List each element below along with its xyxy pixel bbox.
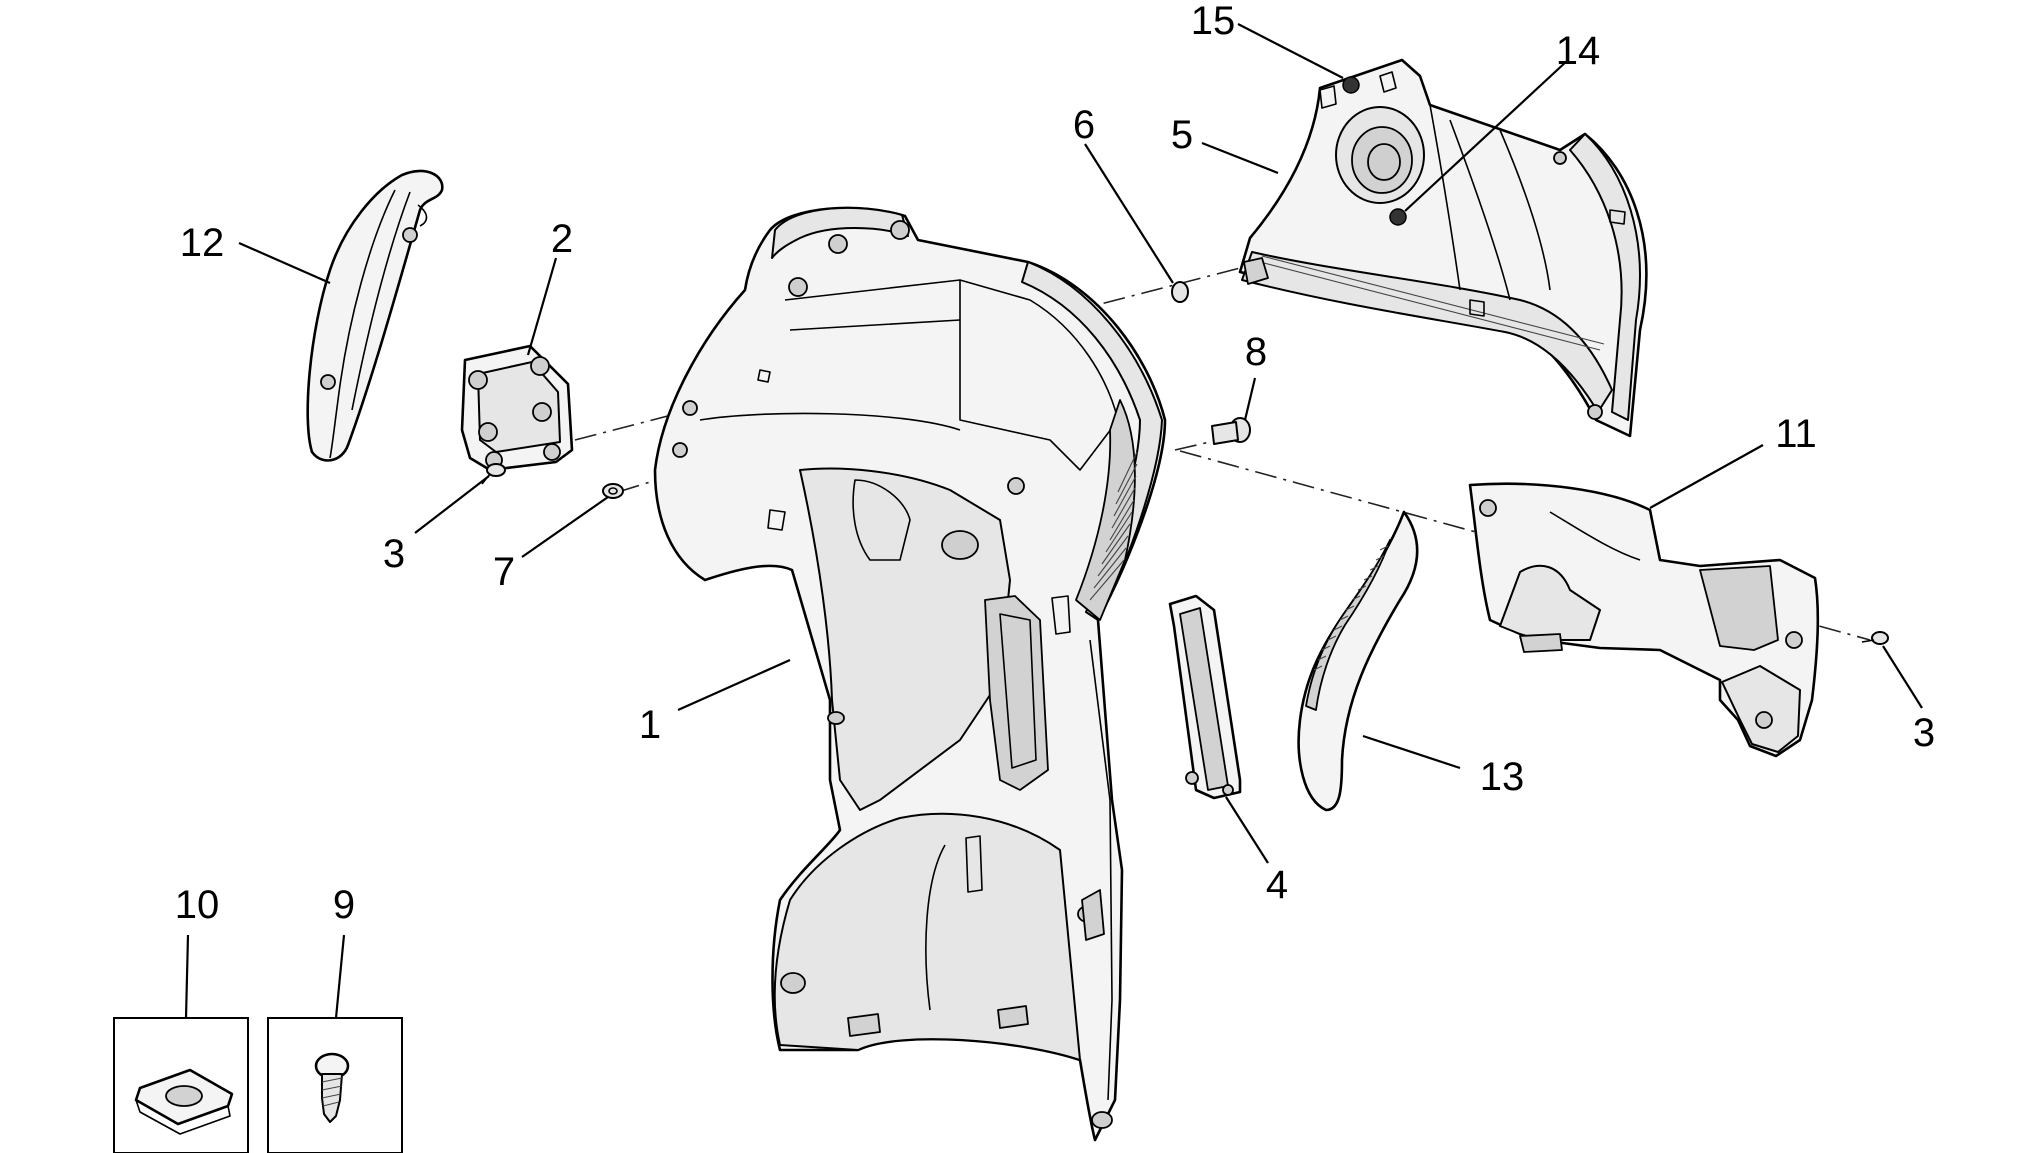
callout-4: 4 [1266,863,1288,907]
part-7-washer [602,483,624,499]
callout-1: 1 [639,703,661,747]
part-11-lower-panel [1468,482,1820,758]
part-12-side-trim [306,169,444,462]
callout-10: 10 [175,883,220,927]
callout-2: 2 [551,217,573,261]
callout-12: 12 [180,221,225,265]
callout-8: 8 [1245,330,1267,374]
part-1-leg-shield [653,206,1167,1142]
part-3-screw-right [1861,631,1889,645]
part-4-grille [1168,594,1242,800]
part-2-bracket [460,344,574,472]
callout-14: 14 [1556,29,1601,73]
callout-13: 13 [1480,755,1525,799]
part-10-clip-box [113,1017,249,1153]
part-13-curved-trim [1297,510,1419,812]
part-6-plug [1171,281,1189,303]
callout-15: 15 [1191,0,1236,43]
part-9-screw-box [267,1017,403,1153]
callout-3-left: 3 [383,532,405,576]
callout-7: 7 [493,550,515,594]
callout-6: 6 [1073,103,1095,147]
part-5-upper-panel [1238,58,1648,438]
part-8-bolt [1211,417,1251,445]
callout-5: 5 [1171,113,1193,157]
callout-11: 11 [1775,412,1817,456]
callout-3-right: 3 [1913,711,1935,755]
leader-lines [184,23,1923,1019]
callout-labels: 1 2 3 3 4 5 6 7 8 9 10 11 12 13 14 15 [175,0,1935,927]
callout-9: 9 [333,883,355,927]
